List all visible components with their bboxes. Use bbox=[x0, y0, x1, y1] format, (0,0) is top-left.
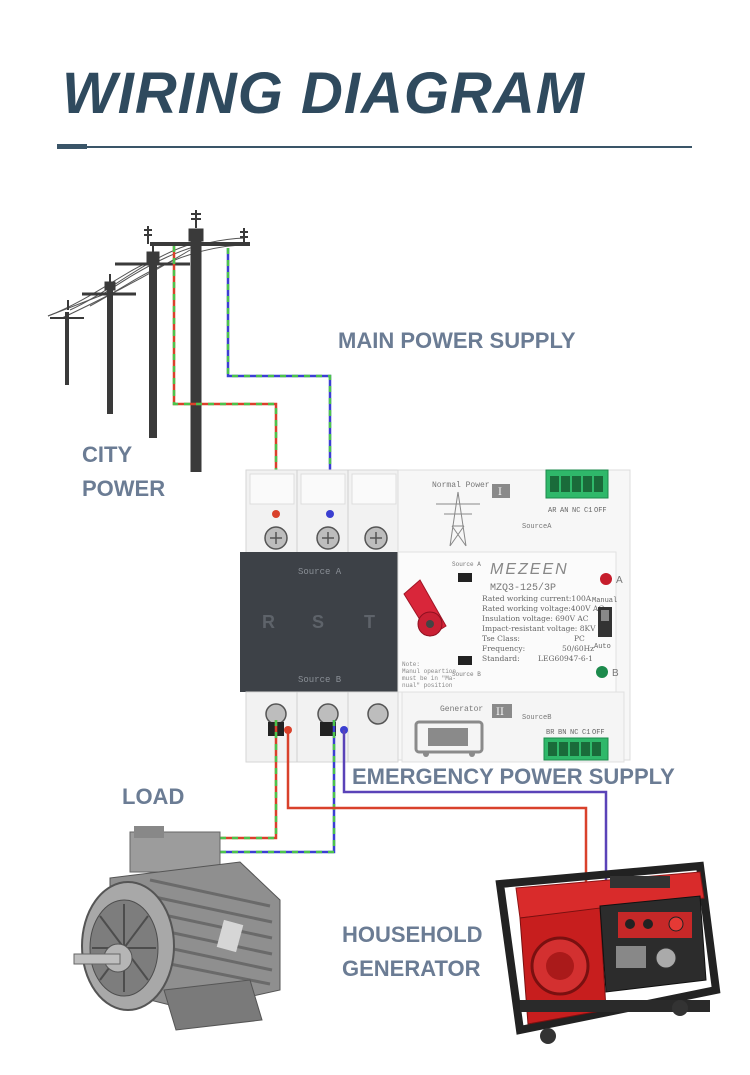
note-line: Note: bbox=[402, 661, 420, 668]
spec-line: Rated working voltage:400V AC bbox=[482, 604, 604, 613]
terminal-top-ar: AR bbox=[548, 507, 557, 515]
main-supply-wires bbox=[172, 246, 332, 512]
source-a-indicator-light bbox=[600, 573, 612, 585]
source-b-module-label: SourceB bbox=[522, 714, 551, 722]
note-line: Manul opeartion bbox=[402, 668, 456, 675]
terminal-top-c1: C1 bbox=[584, 507, 592, 515]
generator-label: Generator bbox=[440, 705, 483, 714]
terminal-bottom-c1: C1 bbox=[582, 729, 590, 737]
note-line: nual" position bbox=[402, 682, 453, 689]
front-source-b-label: Source B bbox=[298, 675, 342, 685]
terminal-bottom-off: OFF bbox=[592, 729, 605, 737]
spec-line: Rated working current:100A bbox=[482, 594, 592, 603]
spec-value: 50/60Hz bbox=[562, 644, 594, 653]
front-source-a-label: Source A bbox=[298, 567, 342, 577]
terminal-top-nc: NC bbox=[572, 507, 580, 515]
manual-handle[interactable] bbox=[403, 579, 447, 637]
brand-label: MEZEEN bbox=[490, 561, 569, 578]
note-line: must be in "Ma- bbox=[402, 675, 456, 682]
load-wires bbox=[210, 720, 336, 854]
spec-line: Insulation voltage: 690V AC bbox=[482, 614, 589, 623]
emergency-power-supply-label: EMERGENCY POWER SUPPLY bbox=[352, 764, 675, 789]
source-b-indicator-light bbox=[596, 666, 608, 678]
portable-generator-icon bbox=[495, 861, 721, 1044]
terminal-bottom-bn: BN bbox=[558, 729, 566, 737]
source-a-module-label: SourceA bbox=[522, 523, 552, 531]
phase-r-label: R bbox=[262, 612, 275, 632]
normal-power-label: Normal Power bbox=[432, 481, 490, 490]
city-power-label: CITY POWER bbox=[82, 438, 165, 506]
household-generator-label: HOUSEHOLD GENERATOR bbox=[342, 918, 483, 986]
main-power-supply-label: MAIN POWER SUPPLY bbox=[338, 328, 576, 353]
page-title: WIRING DIAGRAM bbox=[62, 61, 586, 126]
spec-line: Tse Class: bbox=[482, 634, 520, 643]
electric-motor-icon bbox=[73, 826, 281, 1031]
title-underline-accent bbox=[57, 144, 87, 149]
spec-value: LEG60947-6-1 bbox=[538, 654, 593, 663]
small-source-b-label: Source B bbox=[452, 671, 481, 678]
load-label: LOAD bbox=[122, 784, 185, 809]
spec-line: Standard: bbox=[482, 654, 520, 663]
indicator-b-label: B bbox=[612, 668, 619, 679]
automatic-transfer-switch-icon: Source A Source B R S T Normal Power I S… bbox=[240, 469, 631, 763]
spec-line: Frequency: bbox=[482, 644, 525, 653]
household-generator-line-2: GENERATOR bbox=[342, 956, 481, 981]
power-pole-icon bbox=[47, 210, 250, 472]
pylon-icon bbox=[436, 491, 480, 547]
title-underline bbox=[57, 146, 692, 148]
indicator-a-label: A bbox=[616, 575, 623, 586]
terminal-bottom-br: BR bbox=[546, 729, 555, 737]
city-power-line-2: POWER bbox=[82, 476, 166, 501]
terminal-top-an: AN bbox=[560, 507, 568, 515]
roman-two-label: II bbox=[496, 707, 504, 718]
phase-t-label: T bbox=[364, 612, 375, 632]
roman-one-label: I bbox=[498, 487, 502, 498]
city-power-line-1: CITY bbox=[82, 442, 133, 467]
emergency-wires bbox=[286, 730, 608, 884]
model-label: MZQ3-125/3P bbox=[490, 582, 556, 594]
small-source-a-label: Source A bbox=[452, 561, 481, 568]
household-generator-line-1: HOUSEHOLD bbox=[342, 922, 483, 947]
generator-symbol-icon bbox=[414, 720, 484, 757]
auto-label: Auto bbox=[594, 643, 611, 651]
terminal-top-off: OFF bbox=[594, 507, 607, 515]
manual-label: Manual bbox=[592, 597, 617, 605]
spec-line: Impact-resistant voltage: 8KV bbox=[482, 624, 596, 633]
phase-s-label: S bbox=[312, 612, 324, 632]
spec-value: PC bbox=[574, 634, 585, 643]
terminal-bottom-nc: NC bbox=[570, 729, 578, 737]
